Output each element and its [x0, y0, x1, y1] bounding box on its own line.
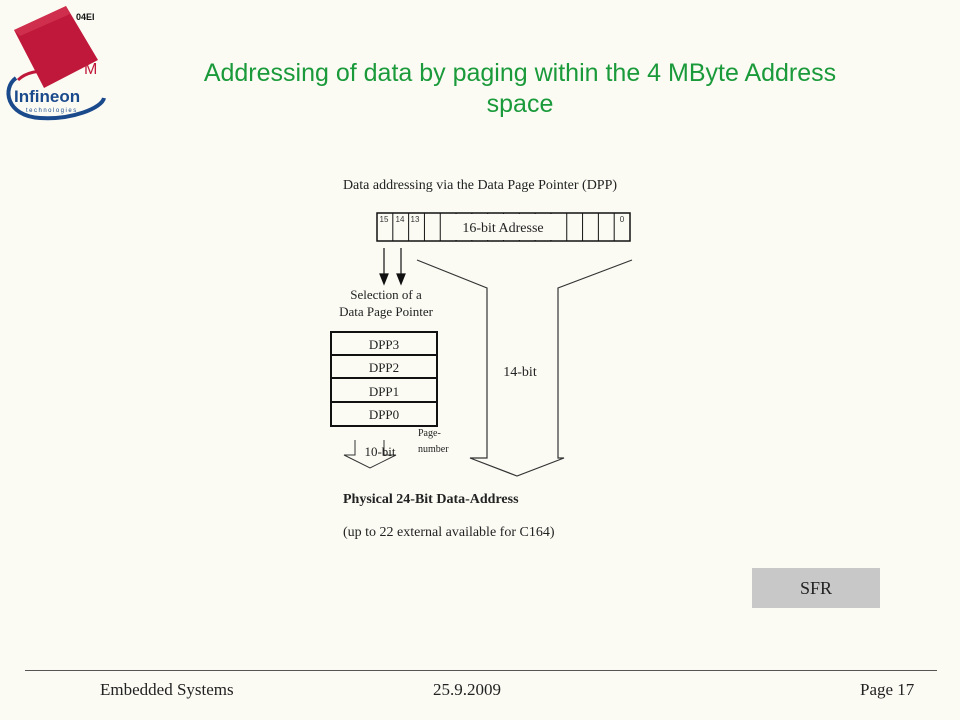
ten-bit-label: 10-bit [364, 444, 395, 459]
address-register: 15 14 13 0 16-bit Adresse [376, 212, 631, 242]
register-bit-15: 15 [380, 215, 389, 224]
dpp-row-1: DPP1 [369, 384, 399, 399]
ten-bit-arrow [343, 440, 397, 469]
logo-badge-text: 04EI [76, 12, 95, 22]
fourteen-bit-arrow [416, 259, 633, 477]
external-note: (up to 22 external available for C164) [343, 525, 555, 540]
register-label: 16-bit Adresse [462, 221, 543, 236]
selection-label-line1: Selection of a [350, 287, 422, 302]
dpp-row-2: DPP2 [369, 360, 399, 375]
infineon-logo: 04EI M Infineon technologies [0, 0, 120, 130]
logo-m-letter: M [84, 61, 97, 78]
register-bit-0: 0 [620, 215, 625, 224]
sfr-button[interactable]: SFR [752, 568, 880, 608]
page-title-line2: space [486, 90, 554, 118]
logo-brand-name: Infineon [14, 87, 80, 106]
register-label-bg [452, 214, 556, 240]
page-number-line1: Page- [418, 428, 441, 439]
page-number-line2: number [418, 444, 449, 455]
physical-address-label: Physical 24-Bit Data-Address [343, 492, 519, 507]
footer-divider [25, 670, 937, 671]
page-title: Addressing of data by paging within the … [150, 58, 890, 120]
dpp-row-0: DPP0 [369, 407, 399, 422]
fourteen-bit-label: 14-bit [503, 365, 537, 380]
page-title-line1: Addressing of data by paging within the … [203, 59, 837, 87]
logo-brand-sub: technologies [26, 108, 78, 114]
dpp-table: DPP3 DPP2 DPP1 DPP0 [330, 331, 438, 427]
footer-date: 25.9.2009 [433, 680, 501, 699]
register-bit-14: 14 [396, 215, 405, 224]
register-bit-13: 13 [411, 215, 420, 224]
footer-page-number: Page 17 [860, 680, 915, 699]
selection-arrows [379, 248, 406, 286]
diagram-heading: Data addressing via the Data Page Pointe… [343, 178, 617, 193]
dpp-row-3: DPP3 [369, 337, 399, 352]
selection-label-line2: Data Page Pointer [339, 304, 434, 319]
footer-course-name: Embedded Systems [100, 680, 234, 699]
